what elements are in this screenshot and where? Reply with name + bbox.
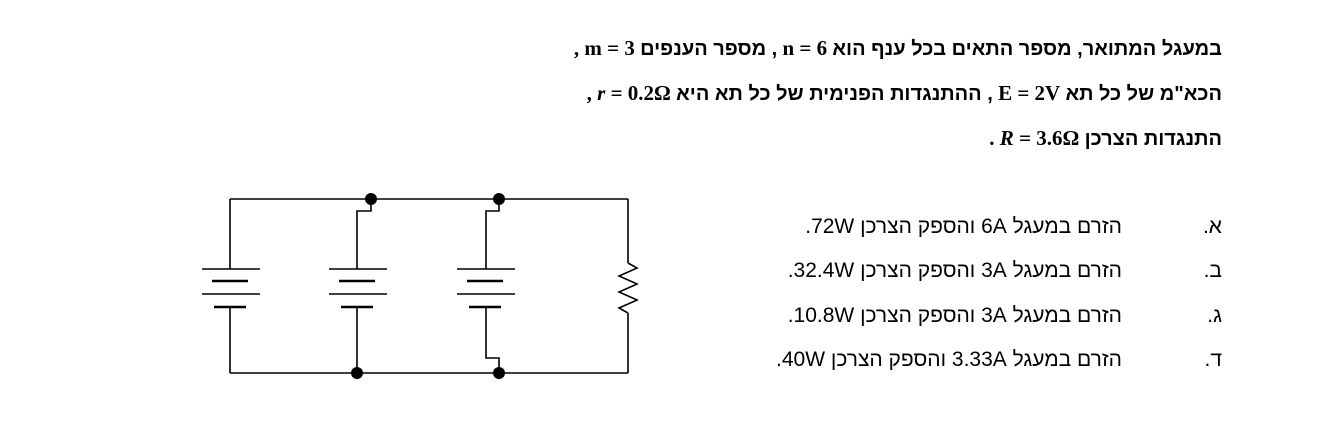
option-letter: ד.	[1204, 348, 1222, 371]
formula-n: n = 6	[782, 36, 828, 60]
battery-group-2	[329, 268, 387, 309]
battery-group-3	[457, 268, 515, 309]
punctuation: ,	[586, 81, 592, 105]
option-text: הזרם במעגל 6A והספק הצרכן 72W.	[805, 215, 1122, 238]
option-b[interactable]: ב. הזרם במעגל 3A והספק הצרכן 32.4W.	[522, 257, 1222, 285]
punctuation: ,	[573, 36, 580, 60]
formula-e: E = 2V	[998, 81, 1061, 105]
option-text: הזרם במעגל 3.33A והספק הצרכן 40W.	[776, 348, 1122, 371]
formula-r-symbol: r	[597, 81, 606, 105]
option-letter: ג.	[1207, 304, 1222, 327]
option-letter: ב.	[1203, 259, 1222, 282]
question-text: התנגדות הצרכן	[1084, 128, 1222, 150]
question-text: , ההתנגדות הפנימית של כל תא היא	[676, 83, 993, 105]
question-text: במעגל המתואר, מספר התאים בכל ענף הוא	[832, 38, 1222, 60]
resistor	[617, 262, 639, 314]
question-line-1: במעגל המתואר, מספר התאים בכל ענף הוא n =…	[574, 35, 1222, 62]
junction-dot	[365, 193, 377, 205]
option-a[interactable]: א. הזרם במעגל 6A והספק הצרכן 72W.	[522, 213, 1222, 241]
wire-branch-3-bottom	[485, 307, 500, 373]
formula-m: m = 3	[584, 36, 635, 60]
punctuation: .	[989, 126, 995, 150]
junction-dot	[493, 193, 505, 205]
formula-load-symbol: R	[999, 126, 1014, 150]
option-c[interactable]: ג. הזרם במעגל 3A והספק הצרכן 10.8W.	[522, 302, 1222, 330]
junction-dot	[493, 367, 505, 379]
question-line-3: התנגדות הצרכן R = 3.6Ω .	[989, 125, 1222, 152]
junction-dot	[351, 367, 363, 379]
question-text: הכא"מ של כל תא	[1065, 83, 1222, 105]
option-text: הזרם במעגל 3A והספק הצרכן 10.8W.	[787, 304, 1122, 327]
formula-load-value: = 3.6Ω	[1019, 126, 1080, 150]
wire-branch-2-top	[356, 199, 372, 269]
wire-branch-3-top	[485, 199, 500, 269]
question-line-2: הכא"מ של כל תא E = 2V , ההתנגדות הפנימית…	[587, 80, 1222, 107]
formula-r-value: = 0.2Ω	[610, 81, 671, 105]
question-text: , מספר הענפים	[640, 38, 778, 60]
option-text: הזרם במעגל 3A והספק הצרכן 32.4W.	[787, 259, 1122, 282]
option-d[interactable]: ד. הזרם במעגל 3.33A והספק הצרכן 40W.	[522, 346, 1222, 374]
battery-group-1	[202, 268, 260, 309]
option-letter: א.	[1202, 215, 1222, 238]
circuit-diagram	[202, 193, 639, 379]
